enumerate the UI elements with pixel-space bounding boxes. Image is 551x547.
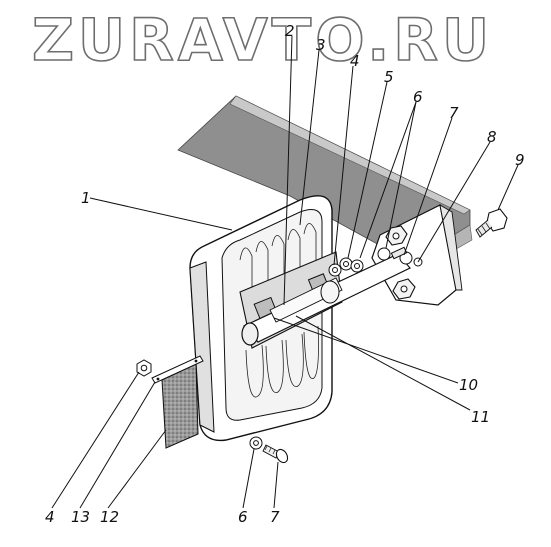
leader-lines <box>51 35 519 509</box>
callout-8: 8 <box>487 128 497 146</box>
callout-4-top: 4 <box>350 52 360 70</box>
watermark-text: ZURAVTO.RU <box>32 6 493 74</box>
support-tube <box>241 253 411 346</box>
callout-13: 13 <box>71 508 90 526</box>
callout-7-bottom: 7 <box>270 508 280 526</box>
callout-12: 12 <box>100 508 119 526</box>
callout-1: 1 <box>81 189 91 207</box>
washers-nuts <box>328 225 416 300</box>
washer-6-lower <box>249 436 263 450</box>
clamp-strip <box>151 355 204 384</box>
callout-6-top: 6 <box>413 88 423 106</box>
nut-4 <box>136 359 152 377</box>
callout-4-bottom: 4 <box>45 508 55 526</box>
callout-7-top: 7 <box>449 104 459 122</box>
callout-9: 9 <box>515 151 525 169</box>
callout-11: 11 <box>471 408 490 426</box>
callout-6-bottom: 6 <box>238 508 248 526</box>
bolt-7-lower <box>262 444 289 464</box>
callout-2: 2 <box>285 22 295 40</box>
callout-5: 5 <box>384 68 394 86</box>
bolt-9 <box>475 208 508 238</box>
callout-3: 3 <box>316 36 326 54</box>
callout-10: 10 <box>459 376 478 394</box>
callout-labels: 1 2 3 4 5 6 7 8 9 10 11 4 13 12 6 7 <box>45 22 525 526</box>
